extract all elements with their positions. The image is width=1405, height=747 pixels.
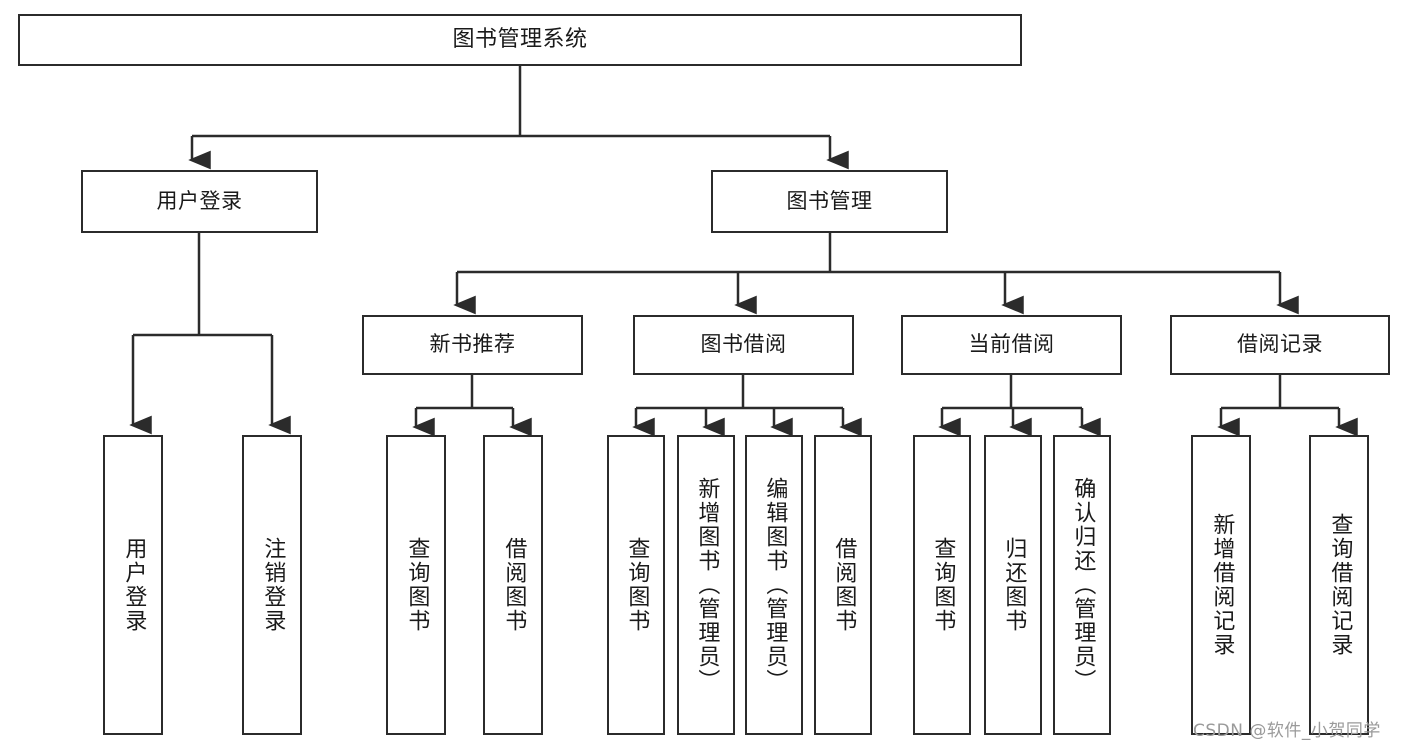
node-leaf-record-add-label: 新增借阅记录 [1209,513,1235,657]
node-leaf-borrow-query-book[interactable]: 查询图书 [607,435,665,735]
node-leaf-record-search[interactable]: 查询借阅记录 [1309,435,1369,735]
node-borrow-record-label: 借阅记录 [1237,332,1323,357]
node-leaf-current-confirm-return[interactable]: 确认归还（管理员） [1053,435,1111,735]
node-leaf-borrow-edit-book[interactable]: 编辑图书（管理员） [745,435,803,735]
node-book-manage[interactable]: 图书管理 [711,170,948,233]
node-leaf-current-confirm-return-label: 确认归还（管理员） [1070,477,1096,693]
node-leaf-user-logout-label: 注销登录 [260,537,286,633]
node-leaf-user-logout[interactable]: 注销登录 [242,435,302,735]
node-new-book-rec[interactable]: 新书推荐 [362,315,583,375]
node-current-borrow[interactable]: 当前借阅 [901,315,1122,375]
node-leaf-borrow-lend-book-label: 借阅图书 [831,537,857,633]
node-leaf-borrow-add-book-label: 新增图书（管理员） [694,477,720,693]
node-leaf-borrow-lend-book[interactable]: 借阅图书 [814,435,872,735]
node-new-book-rec-label: 新书推荐 [429,332,516,357]
node-leaf-rec-borrow-book[interactable]: 借阅图书 [483,435,543,735]
node-leaf-user-login[interactable]: 用户登录 [103,435,163,735]
node-book-borrow-label: 图书借阅 [700,332,787,357]
node-root-label: 图书管理系统 [452,26,588,52]
node-user-login[interactable]: 用户登录 [81,170,318,233]
node-leaf-record-add[interactable]: 新增借阅记录 [1191,435,1251,735]
node-book-borrow[interactable]: 图书借阅 [633,315,854,375]
node-leaf-borrow-add-book[interactable]: 新增图书（管理员） [677,435,735,735]
node-leaf-current-query-book-label: 查询图书 [930,537,956,633]
node-book-manage-label: 图书管理 [786,188,873,213]
node-leaf-borrow-query-book-label: 查询图书 [624,537,650,633]
node-leaf-rec-query-book-label: 查询图书 [404,537,430,633]
node-leaf-rec-query-book[interactable]: 查询图书 [386,435,446,735]
node-root-system[interactable]: 图书管理系统 [18,14,1022,66]
node-leaf-current-return-book-label: 归还图书 [1001,537,1027,633]
node-borrow-record[interactable]: 借阅记录 [1170,315,1390,375]
node-leaf-rec-borrow-book-label: 借阅图书 [501,537,527,633]
node-user-login-label: 用户登录 [156,188,243,213]
node-current-borrow-label: 当前借阅 [968,332,1055,357]
node-leaf-borrow-edit-book-label: 编辑图书（管理员） [762,477,788,693]
csdn-watermark: CSDN @软件_小贺同学 [1193,721,1381,741]
node-leaf-current-query-book[interactable]: 查询图书 [913,435,971,735]
node-leaf-user-login-label: 用户登录 [121,537,147,633]
node-leaf-record-search-label: 查询借阅记录 [1327,513,1353,657]
node-leaf-current-return-book[interactable]: 归还图书 [984,435,1042,735]
